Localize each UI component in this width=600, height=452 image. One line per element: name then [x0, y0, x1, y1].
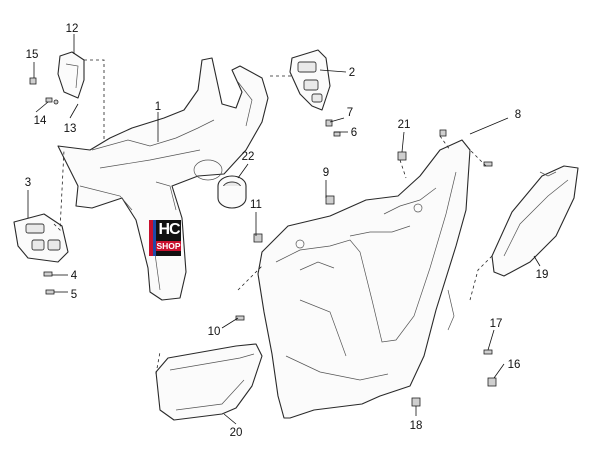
part-leg-shield: [257, 139, 471, 419]
callout-4: 4: [71, 270, 78, 282]
part-lower-panel: [155, 343, 263, 421]
callout-19: 19: [536, 269, 549, 281]
callout-15: 15: [26, 49, 39, 61]
callout-5: 5: [71, 289, 77, 301]
part-ring: [217, 175, 247, 209]
logo-text-hc: HC: [158, 221, 180, 238]
part-left-switch-housing: [13, 213, 69, 263]
callout-1: 1: [155, 101, 161, 113]
logo-text-shop: SHOP: [156, 241, 181, 251]
callout-labels: 1 2 3 4 5 6 7 8 9 10 11 12 13 14 15 16 1…: [25, 23, 549, 439]
part-small-bracket: [57, 51, 85, 99]
callout-16: 16: [508, 359, 521, 371]
callout-20: 20: [230, 427, 243, 439]
callout-18: 18: [410, 420, 423, 432]
callout-21: 21: [398, 119, 411, 131]
callout-11: 11: [250, 199, 262, 211]
watermark-logo: HC SHOP: [149, 220, 181, 256]
callout-14: 14: [34, 115, 47, 127]
callout-9: 9: [323, 167, 329, 179]
logo-red-stripe: [149, 220, 153, 256]
callout-3: 3: [25, 177, 31, 189]
leader-lines: [27, 34, 541, 425]
callout-2: 2: [349, 67, 355, 79]
callout-22: 22: [242, 151, 255, 163]
dashed-alignment-lines: [53, 59, 493, 375]
callout-6: 6: [351, 127, 357, 139]
part-handlebar-cover: [57, 57, 269, 301]
logo-blue-stripe: [153, 220, 156, 256]
part-right-cover: [491, 165, 579, 277]
callout-7: 7: [347, 107, 353, 119]
fasteners: [29, 77, 497, 407]
callout-8: 8: [515, 109, 521, 121]
callout-12: 12: [66, 23, 79, 35]
callout-13: 13: [64, 123, 77, 135]
part-right-switch-housing: [289, 49, 331, 111]
callout-17: 17: [490, 318, 503, 330]
callout-10: 10: [208, 326, 221, 338]
